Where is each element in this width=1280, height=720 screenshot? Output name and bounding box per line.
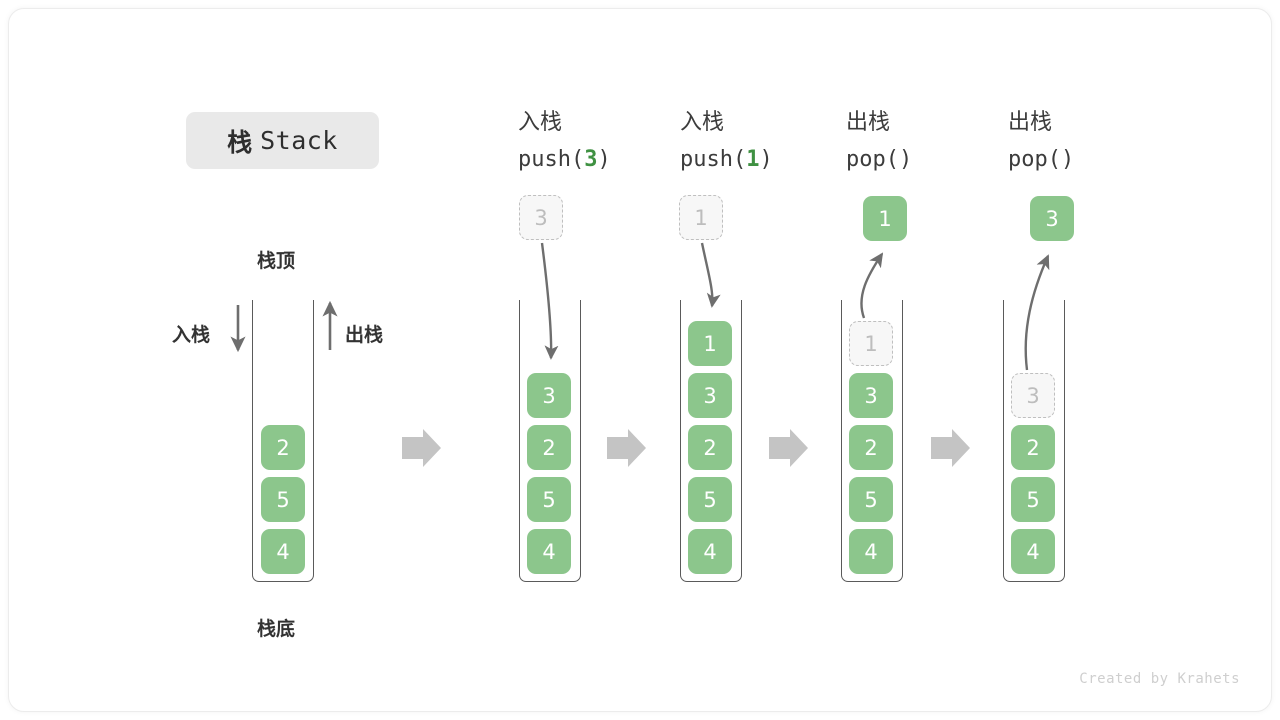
- stack-cell: 5: [688, 477, 732, 522]
- column-header-push-1: 入栈 push(1): [680, 104, 773, 178]
- column-header-pop-3: 出栈 pop(): [1008, 104, 1074, 178]
- op-prefix: pop(: [846, 147, 899, 172]
- stack-container-push-1: [680, 300, 742, 582]
- column-header-cn: 入栈: [518, 110, 563, 135]
- stack-cell: 3: [849, 373, 893, 418]
- diagram-title: 栈 Stack: [186, 112, 379, 169]
- title-cn: 栈: [227, 127, 253, 157]
- column-header-op: pop(): [1008, 141, 1074, 178]
- popped-cell: 1: [863, 196, 907, 241]
- stack-container-push-3: [519, 300, 581, 582]
- stack-cell: 3: [688, 373, 732, 418]
- label-pop-side: 出栈: [345, 324, 384, 346]
- incoming-ghost-cell: 3: [519, 195, 563, 240]
- popped-cell: 3: [1030, 196, 1074, 241]
- removed-ghost-cell: 1: [849, 321, 893, 366]
- stack-cell: 4: [261, 529, 305, 574]
- stack-container-pop-3: [1003, 300, 1065, 582]
- op-prefix: push(: [680, 147, 747, 172]
- op-prefix: pop(: [1008, 147, 1061, 172]
- stack-cell: 5: [527, 477, 571, 522]
- op-suffix: ): [898, 147, 913, 172]
- stack-cell: 2: [849, 425, 893, 470]
- stack-cell: 2: [1011, 425, 1055, 470]
- op-prefix: push(: [518, 147, 585, 172]
- stack-cell: 5: [1011, 477, 1055, 522]
- column-header-cn: 入栈: [680, 110, 725, 135]
- label-stack-bottom: 栈底: [257, 618, 296, 640]
- stack-cell: 4: [688, 529, 732, 574]
- label-stack-top: 栈顶: [257, 250, 296, 272]
- incoming-ghost-cell: 1: [679, 195, 723, 240]
- stack-cell: 5: [849, 477, 893, 522]
- stack-cell: 2: [527, 425, 571, 470]
- label-push-side: 入栈: [172, 324, 211, 346]
- title-en: Stack: [260, 126, 338, 155]
- column-header-cn: 出栈: [1008, 110, 1053, 135]
- op-arg: 3: [584, 147, 598, 172]
- column-header-op: push(3): [518, 141, 611, 178]
- watermark: Created by Krahets: [1079, 671, 1240, 687]
- stack-cell: 5: [261, 477, 305, 522]
- stack-cell: 3: [527, 373, 571, 418]
- op-arg: 1: [746, 147, 760, 172]
- column-header-cn: 出栈: [846, 110, 891, 135]
- column-header-pop-1: 出栈 pop(): [846, 104, 912, 178]
- removed-ghost-cell: 3: [1011, 373, 1055, 418]
- op-suffix: ): [1060, 147, 1075, 172]
- stack-cell: 2: [688, 425, 732, 470]
- column-header-op: pop(): [846, 141, 912, 178]
- stack-cell: 4: [849, 529, 893, 574]
- column-header-op: push(1): [680, 141, 773, 178]
- stack-cell: 2: [261, 425, 305, 470]
- stack-cell: 4: [1011, 529, 1055, 574]
- op-suffix: ): [759, 147, 773, 172]
- stack-cell: 4: [527, 529, 571, 574]
- stack-container-pop-1: [841, 300, 903, 582]
- op-suffix: ): [597, 147, 611, 172]
- stack-container-initial: [252, 300, 314, 582]
- stack-cell: 1: [688, 321, 732, 366]
- column-header-push-3: 入栈 push(3): [518, 104, 611, 178]
